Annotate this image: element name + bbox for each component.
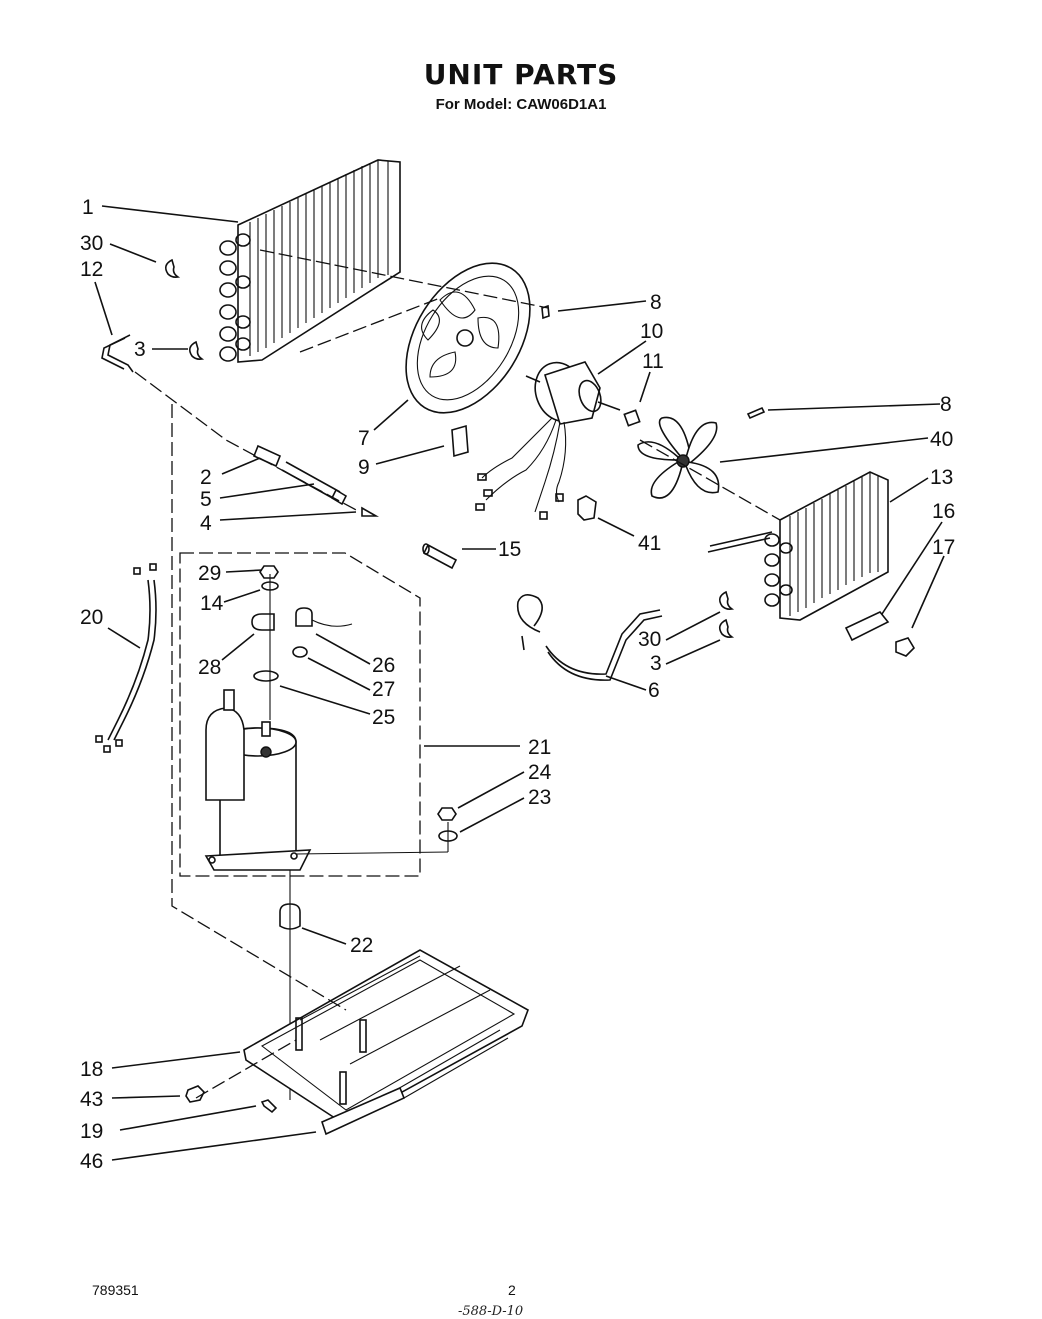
- callout-8: 8: [940, 393, 952, 416]
- callout-43: 43: [80, 1088, 103, 1111]
- clip-3-right: [718, 618, 735, 638]
- callout-7: 7: [358, 427, 370, 450]
- callout-12: 12: [80, 258, 103, 281]
- callout-22: 22: [350, 934, 373, 957]
- callout-1: 1: [82, 196, 94, 219]
- callout-6: 6: [648, 679, 660, 702]
- nut-11: [623, 409, 641, 427]
- callout-21: 21: [528, 736, 551, 759]
- page-number: 2: [508, 1282, 516, 1298]
- part-28: [251, 613, 275, 631]
- callout-5: 5: [200, 488, 212, 511]
- part-26: [295, 607, 313, 627]
- part-2: [252, 444, 282, 468]
- callout-2: 2: [200, 466, 212, 489]
- callout-13: 13: [930, 466, 953, 489]
- callout-17: 17: [932, 536, 955, 559]
- screw-8-right: [746, 406, 766, 420]
- fan-motor: [475, 361, 621, 520]
- callout-9: 9: [358, 456, 370, 479]
- part-16: [844, 611, 890, 642]
- compressor: [204, 689, 312, 871]
- callout-19: 19: [80, 1120, 103, 1143]
- callout-26: 26: [372, 654, 395, 677]
- callout-30: 30: [638, 628, 661, 651]
- callout-3: 3: [134, 338, 146, 361]
- part-5: [281, 461, 341, 501]
- callout-20: 20: [80, 606, 103, 629]
- compressor-group-box: [179, 552, 421, 877]
- tube-6: [516, 594, 661, 675]
- callout-14: 14: [200, 592, 224, 615]
- condenser-coil: [219, 159, 401, 363]
- bracket-9: [451, 424, 469, 458]
- part-27: [292, 646, 308, 658]
- callout-41: 41: [638, 532, 661, 555]
- screw-8-top: [541, 304, 550, 320]
- callout-46: 46: [80, 1150, 103, 1173]
- callout-10: 10: [640, 320, 663, 343]
- clip-3-top: [188, 340, 205, 360]
- part-4: [361, 506, 380, 517]
- part-43: [185, 1085, 205, 1103]
- callout-4: 4: [200, 512, 212, 535]
- callout-18: 18: [80, 1058, 103, 1081]
- page-title: UNIT PARTS: [423, 58, 619, 91]
- callout-25: 25: [372, 706, 395, 729]
- callout-40: 40: [930, 428, 953, 451]
- clip-41: [577, 495, 597, 521]
- callout-28: 28: [198, 656, 221, 679]
- callout-30: 30: [80, 232, 103, 255]
- model-subtitle: For Model: CAW06D1A1: [435, 96, 607, 113]
- clip-30-right: [718, 590, 735, 610]
- base-pan: [243, 949, 529, 1125]
- document-number: 789351: [92, 1282, 139, 1298]
- callout-24: 24: [528, 761, 552, 784]
- callout-16: 16: [932, 500, 955, 523]
- part-17: [895, 637, 916, 657]
- fan-shroud: [405, 262, 531, 414]
- part-25: [253, 670, 279, 682]
- callout-29: 29: [198, 562, 221, 585]
- handwritten-note: -588-D-10: [458, 1304, 524, 1319]
- clip-30-top: [164, 258, 181, 278]
- callout-11: 11: [642, 350, 664, 373]
- screw-19: [260, 1099, 278, 1114]
- callout-8: 8: [650, 291, 662, 314]
- callout-27: 27: [372, 678, 395, 701]
- strip-46: [321, 1086, 406, 1136]
- callout-15: 15: [498, 538, 521, 561]
- fan-blade: [637, 416, 720, 499]
- callout-23: 23: [528, 786, 551, 809]
- evaporator-coil: [707, 471, 889, 621]
- callout-3: 3: [650, 652, 662, 675]
- nut-24: [437, 807, 457, 821]
- nut-29: [259, 565, 279, 579]
- part-15: [422, 543, 458, 570]
- wire-harness-20: [107, 579, 151, 741]
